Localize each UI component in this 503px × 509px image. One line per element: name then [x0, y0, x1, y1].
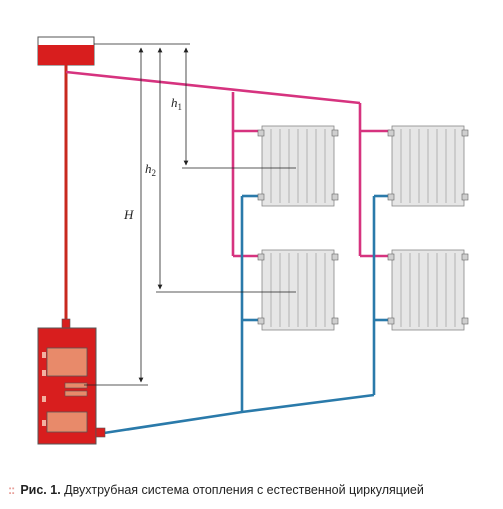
label-h1: h1 — [171, 95, 182, 112]
supply-pipes — [65, 70, 390, 258]
label-h2: h2 — [145, 161, 156, 178]
label-H: H — [123, 207, 134, 222]
caption-figure-number: Рис. 1. — [20, 483, 61, 497]
dimension-lines — [84, 43, 296, 386]
caption-text: Двухтрубная система отопления с естестве… — [64, 483, 424, 497]
radiator-lower-left — [257, 249, 339, 331]
figure-caption: ::Рис. 1. Двухтрубная система отопления … — [8, 483, 500, 497]
radiator-upper-left — [257, 125, 339, 207]
expansion-tank — [37, 36, 95, 66]
radiator-lower-right — [387, 249, 469, 331]
boiler — [37, 318, 106, 445]
return-pipes — [103, 194, 390, 435]
radiator-upper-right — [387, 125, 469, 207]
caption-bullet-icon: :: — [8, 483, 15, 497]
